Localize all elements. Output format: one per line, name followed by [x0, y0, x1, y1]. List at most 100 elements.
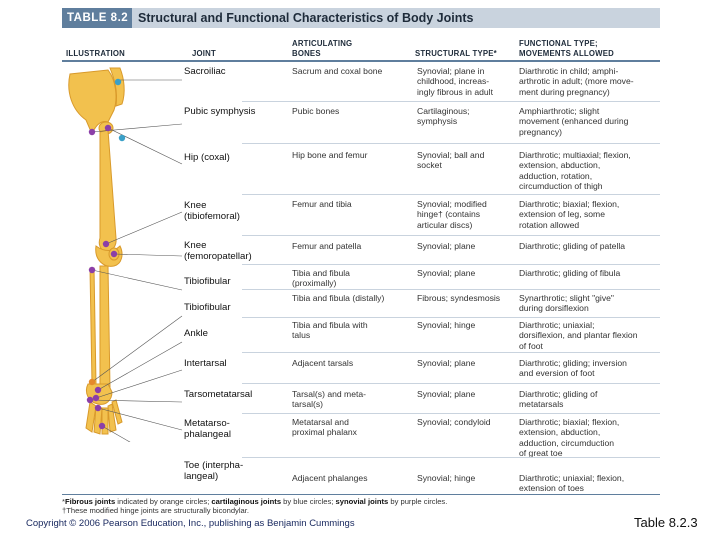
row-divider — [242, 383, 660, 384]
row-divider — [242, 235, 660, 236]
leg-skeleton-illustration — [68, 67, 183, 442]
row-12-structural: Synovial; hinge — [417, 473, 475, 483]
row-2-bones-line-1: Pubic bones — [292, 106, 340, 116]
row-5-bones: Femur and patella — [292, 241, 361, 251]
row-6-bones: Tibia and fibula (proximally) — [292, 268, 350, 289]
row-12-bones-line-1: Adjacent phalanges — [292, 473, 368, 483]
tibiofibular-distal-marker — [88, 378, 96, 386]
row-7-structural: Fibrous; syndesmosis — [417, 293, 500, 303]
row-6-bones-line-2: (proximally) — [292, 278, 337, 289]
row-10-functional-line-1: Diarthrotic; gliding of — [519, 389, 598, 399]
row-1-joint: Sacroiliac — [184, 66, 226, 77]
row-6-structural-line-1: Synovial; plane — [417, 268, 476, 278]
row-4-functional: Diarthrotic; biaxial; flexion, extension… — [519, 199, 619, 230]
intertarsal-marker — [92, 394, 100, 402]
row-11-bones-line-2: proximal phalanx — [292, 427, 357, 438]
row-9-bones-line-1: Adjacent tarsals — [292, 358, 354, 368]
row-10-bones-line-2: tarsal(s) — [292, 399, 324, 410]
row-10-structural: Synovial; plane — [417, 389, 475, 399]
row-5-joint: Knee (femoropatellar) — [184, 240, 252, 262]
row-1-structural: Synovial; plane in childhood, increas- i… — [417, 66, 493, 97]
row-1-functional-line-1: Diarthrotic in child; amphi- — [519, 66, 619, 76]
footnote-circles: *Fibrous joints indicated by orange circ… — [62, 497, 447, 506]
row-1-bones-line-1: Sacrum and coxal bone — [292, 66, 383, 76]
copyright-notice: Copyright © 2006 Pearson Education, Inc.… — [26, 518, 355, 529]
ankle-marker — [94, 386, 102, 394]
header-illustration: ILLUSTRATION — [66, 49, 125, 58]
row-3-joint: Hip (coxal) — [184, 152, 230, 163]
header-joint: JOINT — [192, 49, 216, 58]
row-10-joint-line-1: Tarsometatarsal — [184, 389, 253, 400]
row-2-functional: Amphiarthrotic; slight movement (enhance… — [519, 106, 628, 137]
row-3-bones-line-1: Hip bone and femur — [292, 150, 368, 160]
row-5-structural: Synovial; plane — [417, 241, 475, 251]
row-6-functional: Diarthrotic; gliding of fibula — [519, 268, 620, 278]
row-divider — [242, 352, 660, 353]
sacroiliac-synovial-marker — [88, 128, 96, 136]
row-11-joint: Metatarso- phalangeal — [184, 418, 231, 440]
tarsometatarsal-marker — [86, 396, 94, 404]
row-7-joint-line-1: Tibiofibular — [184, 302, 231, 313]
row-3-functional-line-4: circumduction of thigh — [519, 181, 603, 192]
row-divider — [242, 101, 660, 102]
row-12-structural-line-1: Synovial; hinge — [417, 473, 476, 483]
slide-label: Table 8.2.3 — [634, 515, 698, 530]
footnote-text-c: by purple circles. — [388, 497, 448, 506]
row-3-structural: Synovial; ball and socket — [417, 150, 484, 171]
row-11-functional-line-2: extension, abduction, — [519, 427, 601, 438]
row-1-functional: Diarthrotic in child; amphi- arthrotic i… — [519, 66, 634, 97]
row-divider — [242, 194, 660, 195]
row-3-structural-line-1: Synovial; ball and — [417, 150, 485, 160]
row-9-functional-line-1: Diarthrotic; gliding; inversion — [519, 358, 627, 368]
row-7-functional-line-1: Synarthrotic; slight "give" — [519, 293, 614, 303]
tibiofibular-proximal-marker — [88, 266, 96, 274]
row-6-functional-line-1: Diarthrotic; gliding of fibula — [519, 268, 621, 278]
row-10-structural-line-1: Synovial; plane — [417, 389, 476, 399]
row-2-structural: Cartilaginous; symphysis — [417, 106, 470, 127]
row-2-functional-line-3: pregnancy) — [519, 126, 562, 137]
row-8-joint-line-1: Ankle — [184, 328, 208, 339]
pubic-symphysis-marker — [118, 134, 126, 142]
row-11-functional-line-3: adduction, circumduction — [519, 437, 615, 448]
row-12-joint: Toe (interpha- langeal) — [184, 460, 243, 482]
row-7-functional: Synarthrotic; slight "give" during dorsi… — [519, 293, 614, 314]
header-structural: STRUCTURAL TYPE* — [415, 49, 497, 58]
row-5-functional: Diarthrotic; gliding of patella — [519, 241, 625, 251]
row-8-bones: Tibia and fibula with talus — [292, 320, 368, 341]
row-10-bones-line-1: Tarsal(s) and meta- — [292, 389, 367, 399]
row-9-joint: Intertarsal — [184, 358, 227, 369]
row-2-structural-line-1: Cartilaginous; — [417, 106, 470, 116]
row-8-bones-line-2: talus — [292, 330, 311, 341]
knee-tibiofemoral-marker — [102, 240, 110, 248]
row-10-bones: Tarsal(s) and meta- tarsal(s) — [292, 389, 366, 410]
row-5-joint-line-1: Knee — [184, 240, 207, 251]
row-12-joint-line-2: langeal) — [184, 471, 219, 482]
footnote-fibrous: Fibrous joints — [64, 497, 116, 506]
row-4-structural-line-3: articular discs) — [417, 219, 473, 230]
row-4-structural: Synovial; modified hinge† (contains arti… — [417, 199, 487, 230]
row-7-functional-line-2: during dorsiflexion — [519, 303, 589, 314]
row-9-joint-line-1: Intertarsal — [184, 358, 227, 369]
header-bones-line2: BONES — [292, 49, 321, 58]
footnote-synovial: synovial joints — [335, 497, 389, 506]
row-8-structural-line-1: Synovial; hinge — [417, 320, 476, 330]
row-12-functional-line-1: Diarthrotic; uniaxial; flexion, — [519, 473, 625, 483]
row-3-functional-line-2: extension, abduction, — [519, 160, 601, 171]
row-4-bones-line-1: Femur and tibia — [292, 199, 352, 209]
header-bones-line1: ARTICULATING — [292, 39, 353, 48]
row-11-functional-line-1: Diarthrotic; biaxial; flexion, — [519, 417, 620, 427]
footnote-star: * — [62, 497, 65, 506]
row-4-functional-line-2: extension of leg, some — [519, 209, 605, 220]
row-4-joint: Knee (tibiofemoral) — [184, 200, 240, 222]
row-11-functional: Diarthrotic; biaxial; flexion, extension… — [519, 417, 619, 459]
row-8-bones-line-1: Tibia and fibula with — [292, 320, 368, 330]
row-6-bones-line-1: Tibia and fibula — [292, 268, 350, 278]
row-3-joint-line-1: Hip (coxal) — [184, 152, 230, 163]
row-10-functional: Diarthrotic; gliding of metatarsals — [519, 389, 597, 410]
interphalangeal-marker — [98, 422, 106, 430]
header-rule — [62, 60, 660, 62]
row-1-joint-line-1: Sacroiliac — [184, 66, 226, 77]
row-2-structural-line-2: symphysis — [417, 116, 458, 127]
header-functional-line1: FUNCTIONAL TYPE; — [519, 39, 598, 48]
row-2-bones: Pubic bones — [292, 106, 339, 116]
